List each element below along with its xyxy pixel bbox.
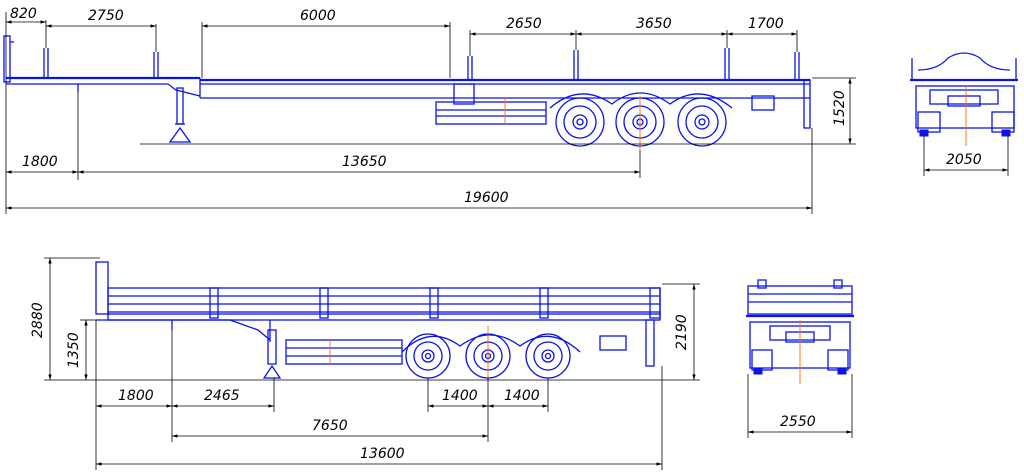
wheel-4 [405, 333, 451, 379]
dim-3650: 3650 [636, 16, 672, 32]
dim-1800-bottom: 1800 [118, 388, 154, 404]
dim-1400-b: 1400 [504, 388, 540, 404]
bottom-dimensions: 2880 1350 2190 1800 2465 1400 1400 7650 … [30, 257, 700, 470]
wheel-6 [525, 333, 571, 379]
dim-1400-a: 1400 [442, 388, 478, 404]
dim-2650: 2650 [506, 16, 542, 32]
dim-1520: 1520 [832, 90, 848, 126]
dim-1800-top: 1800 [22, 154, 58, 170]
dim-2465: 2465 [204, 388, 240, 404]
wheel-3 [677, 97, 727, 147]
dim-6000: 6000 [300, 8, 336, 24]
dim-2750: 2750 [88, 8, 124, 24]
top-dimensions: 820 2750 6000 2650 3650 1700 1800 13650 … [5, 6, 856, 214]
sideboard-rear-view: 2550 [746, 279, 854, 438]
flatbed-trailer-view [3, 35, 811, 150]
dim-2050: 2050 [946, 152, 982, 168]
sideboard-trailer-view [95, 261, 661, 382]
dim-19600: 19600 [464, 190, 509, 206]
dim-2550: 2550 [780, 414, 816, 430]
dim-7650: 7650 [312, 418, 348, 434]
dim-13600: 13600 [360, 446, 405, 462]
dim-1350: 1350 [66, 332, 82, 368]
wheel-1 [555, 97, 605, 147]
dim-1700: 1700 [748, 16, 784, 32]
dim-13650: 13650 [342, 154, 387, 170]
dim-2190: 2190 [674, 314, 690, 350]
dim-2880: 2880 [30, 302, 46, 338]
flatbed-rear-view: 2050 [910, 52, 1018, 176]
dim-820: 820 [10, 6, 37, 22]
